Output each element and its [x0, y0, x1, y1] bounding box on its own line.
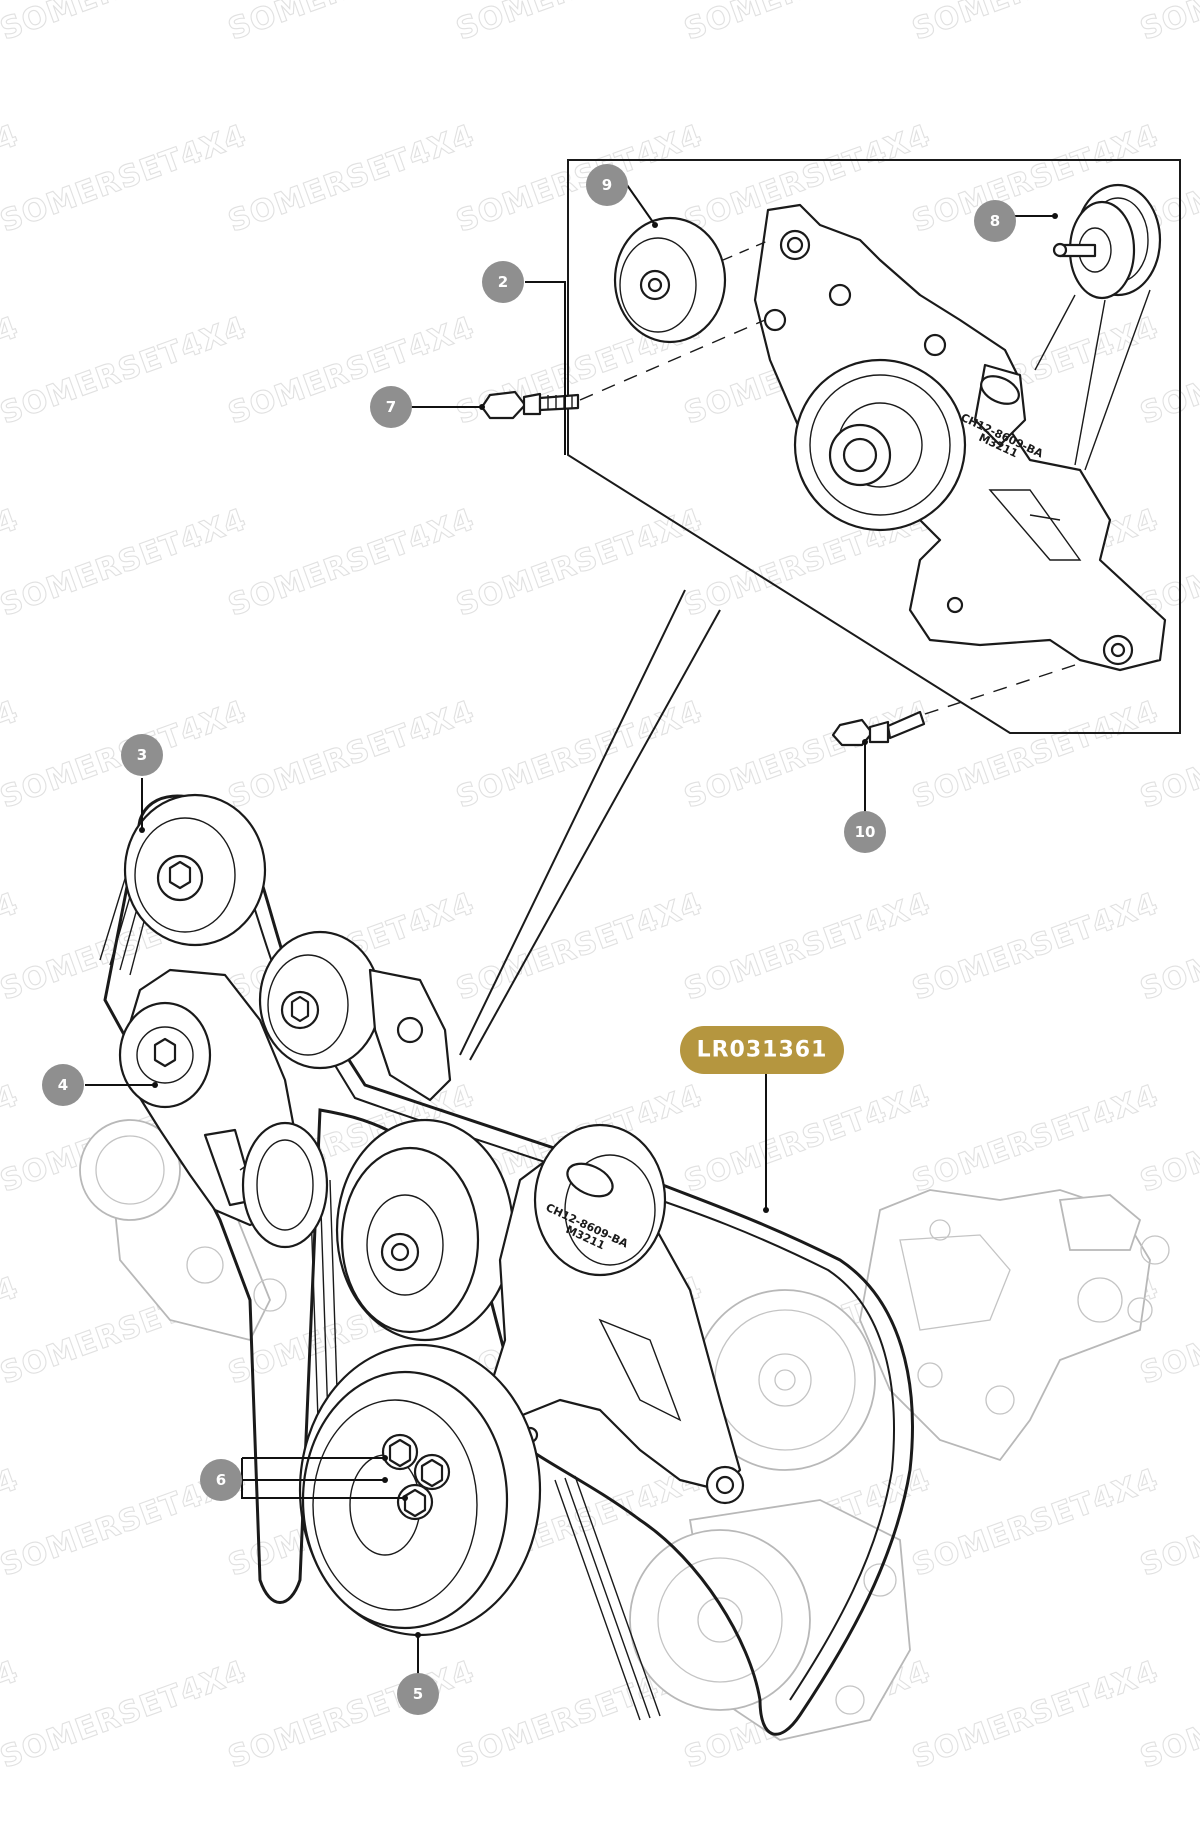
part-9-idler-pulley: [613, 216, 727, 344]
engine-background-ghost: [79, 1119, 1170, 1741]
tensioner-detail-inset: CH12-8609-BA M3211: [480, 159, 1181, 747]
callout-3[interactable]: 3: [121, 734, 163, 776]
callout-6-label: 6: [216, 1471, 226, 1489]
callout-9-label: 9: [602, 176, 612, 194]
callout-5-label: 5: [413, 1685, 423, 1703]
watermark-text: SOMERSET4X4: [908, 886, 1163, 1007]
callout-7[interactable]: 7: [370, 386, 412, 428]
watermark-text: SOMERSET4X4: [452, 694, 707, 815]
part-number-label: LR031361: [697, 1038, 828, 1063]
callout-4-label: 4: [58, 1076, 68, 1094]
part-number-badge[interactable]: LR031361: [680, 1026, 844, 1074]
callout-5[interactable]: 5: [397, 1673, 439, 1715]
part-7-bolt: [480, 390, 580, 420]
callout-8[interactable]: 8: [974, 200, 1016, 242]
watermark-text: SOMERSET4X4: [0, 310, 251, 431]
watermark-text: SOMERSET4X4: [0, 1654, 251, 1775]
watermark-text: SOMERSET4X4: [224, 0, 479, 48]
watermark-text: SOMERSET4X4: [680, 1078, 935, 1199]
callout-2-label: 2: [498, 273, 508, 291]
watermark-text: SOMERSET4X4: [0, 118, 251, 239]
watermark-text: SOMERSET4X4: [452, 0, 707, 48]
part-4-tensioner: [118, 968, 329, 1249]
callout-3-label: 3: [137, 746, 147, 764]
watermark-text: SOMERSET4X4: [908, 1078, 1163, 1199]
watermark-text: SOMERSET4X4: [452, 502, 707, 623]
watermark-text: SOMERSET4X4: [908, 1462, 1163, 1583]
watermark-text: SOMERSET4X4: [224, 502, 479, 623]
part-6-bolts: [381, 1433, 451, 1521]
leader-lines: [85, 184, 1058, 1693]
main-belt-assembly: CH12-8609-BA M3211: [99, 793, 914, 1736]
watermark-text: SOMERSET4X4: [908, 0, 1163, 48]
watermark-text: SOMERSET4X4: [224, 1654, 479, 1775]
watermark-text: SOMERSET4X4: [1136, 0, 1200, 48]
watermark-text: SOMERSET4X4: [908, 1654, 1163, 1775]
callout-8-label: 8: [990, 212, 1000, 230]
watermark-text: SOMERSET4X4: [224, 118, 479, 239]
watermark-text: SOMERSET4X4: [0, 502, 251, 623]
callout-6[interactable]: 6: [200, 1459, 242, 1501]
callout-10[interactable]: 10: [844, 811, 886, 853]
callout-7-label: 7: [386, 398, 396, 416]
watermark-text: SOMERSET4X4: [680, 886, 935, 1007]
part-10-bolt: [831, 710, 926, 747]
callout-10-label: 10: [855, 823, 876, 841]
callout-2[interactable]: 2: [482, 261, 524, 303]
watermark-text: SOMERSET4X4: [908, 694, 1163, 815]
center-pulley: [335, 1118, 515, 1342]
upper-idler-pulley: [258, 930, 452, 1102]
callout-4[interactable]: 4: [42, 1064, 84, 1106]
watermark-text: SOMERSET4X4: [680, 0, 935, 48]
callout-9[interactable]: 9: [586, 164, 628, 206]
watermark-text: SOMERSET4X4: [0, 0, 251, 48]
watermark-text: SOMERSET4X4: [224, 310, 479, 431]
part-3-idler-pulley: [123, 793, 267, 947]
watermark-text: SOMERSET4X4: [224, 694, 479, 815]
watermark-text: SOMERSET4X4: [680, 694, 935, 815]
main-tensioner-bracket: CH12-8609-BA M3211: [478, 1123, 745, 1505]
part-8-tensioner-pulley: [1052, 183, 1162, 300]
watermark-text: SOMERSET4X4: [452, 886, 707, 1007]
